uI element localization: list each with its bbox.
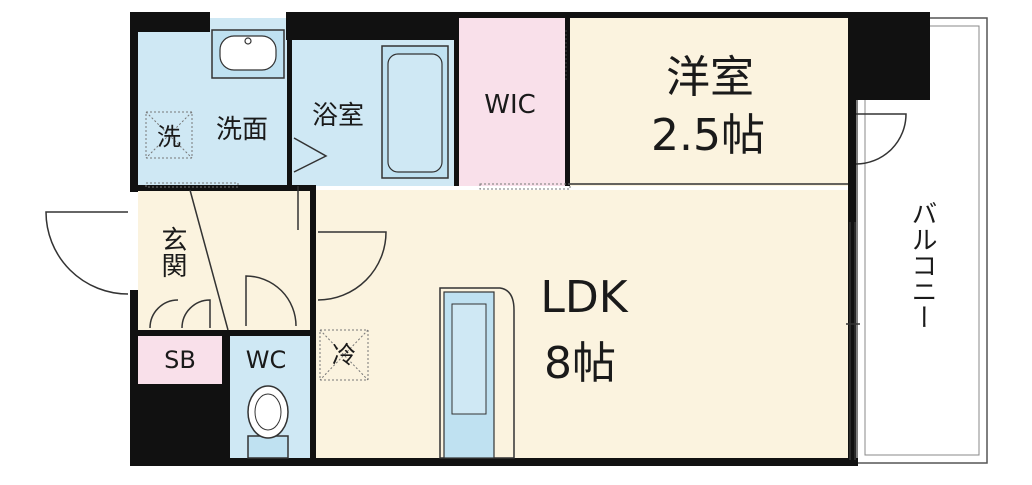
entrance-label: 玄関	[157, 226, 187, 278]
balcony-label: バルコニー	[907, 200, 937, 330]
washer-space-label: 洗	[157, 123, 181, 151]
ldk-size: 8帖	[544, 338, 616, 389]
bathroom-label: 浴室	[312, 101, 364, 131]
washer-space-icon	[145, 111, 193, 159]
toilet-label: WC	[246, 346, 287, 374]
walk-in-closet-area	[457, 18, 568, 186]
shoe-box-area	[138, 336, 222, 384]
walk-in-closet-label: WIC	[484, 90, 536, 120]
partitions	[145, 182, 848, 331]
toilet-icon	[247, 385, 289, 459]
entrance-area	[138, 190, 228, 332]
kitchen-counter-icon	[439, 287, 515, 459]
bathtub-icon	[293, 45, 449, 179]
washbasin-icon	[211, 29, 285, 79]
fridge-space-icon	[319, 329, 369, 381]
hall-area	[228, 190, 310, 332]
western-room-area	[568, 18, 848, 186]
western-room-size: 2.5帖	[651, 110, 765, 161]
ldk-area	[316, 190, 848, 462]
shoe-box-label: SB	[164, 346, 196, 374]
ldk-label: LDK	[540, 272, 628, 323]
washroom-label: 洗面	[216, 115, 268, 145]
walls	[130, 12, 930, 466]
door-swing-icon	[45, 30, 907, 460]
fridge-space-label: 冷	[332, 341, 356, 369]
western-room-label: 洋室	[666, 52, 754, 103]
